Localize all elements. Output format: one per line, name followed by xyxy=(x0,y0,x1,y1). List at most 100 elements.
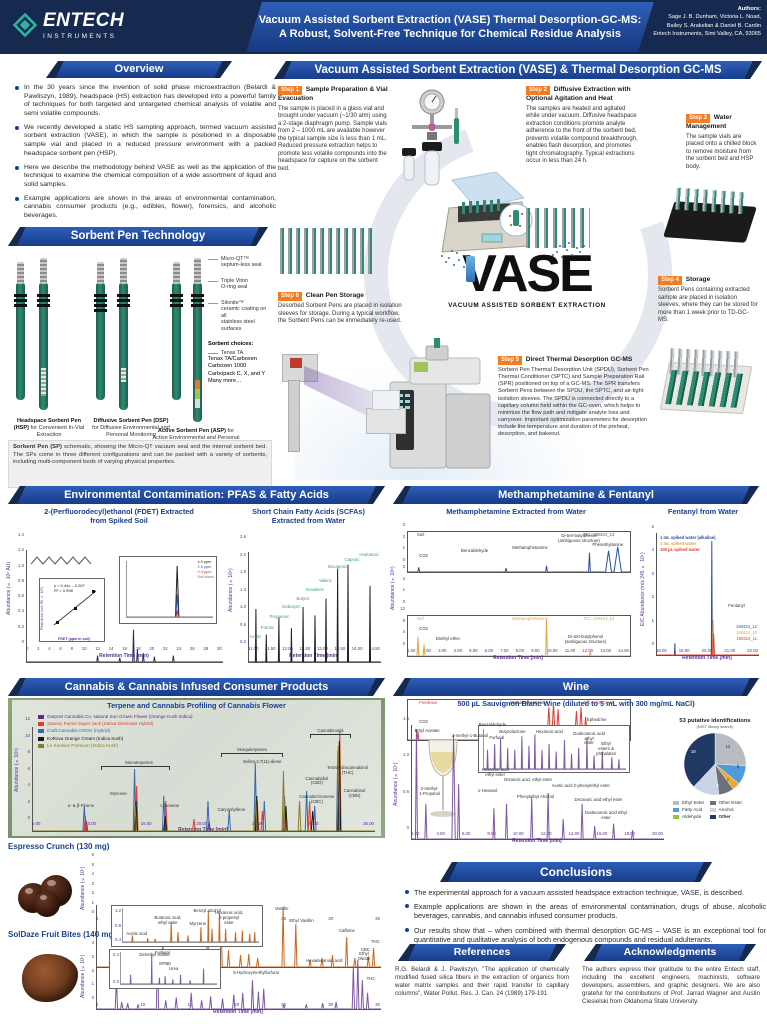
cannabis-chart-card: Terpene and Cannabis Profiling of Cannab… xyxy=(12,700,381,836)
fdet-legend: 4.0 ppm 2.0 ppm 0.4 ppm Soil blank xyxy=(197,559,214,579)
pie-title: 53 putative identifications xyxy=(679,718,751,724)
acknowledgments-section-header: Acknowledgments xyxy=(584,944,756,961)
cannabinoids-bracket xyxy=(310,734,352,739)
overview-section-header: Overview xyxy=(46,61,232,78)
step-4-text: Sorbent Pens containing extracted sample… xyxy=(658,287,758,323)
clean-pen-storage-illustration xyxy=(274,350,406,468)
wine-pie-chart xyxy=(683,732,747,796)
step-5-badge: Step 5 xyxy=(498,356,523,365)
overview-bullet: Example applications are shown in the ar… xyxy=(15,194,276,219)
agitator-illustration xyxy=(441,172,533,253)
author-line: Entech Instruments, Simi Valley, CA, 930… xyxy=(653,31,761,38)
brand-subtitle: INSTRUMENTS xyxy=(43,33,117,40)
fdet-zoom-inset: 4.0 ppm 2.0 ppm 0.4 ppm Soil blank xyxy=(119,555,217,624)
fdet-inset-xlabel: FDET (ppm in soil) xyxy=(58,636,90,641)
step-1-title: Sample Preparation & Vial Evacuation xyxy=(278,86,388,102)
sesquiterpenes-bracket xyxy=(221,752,283,757)
sorbent-pen-figure: Headspace Sorbent Pen (HSP) for Convenie… xyxy=(10,256,268,448)
wine-xlabel: Retention Time (min) xyxy=(512,838,562,844)
sorbent-figure-caption: Sorbent Pen (SP) schematic, showing the … xyxy=(8,440,272,488)
step-6-badge: Step 6 xyxy=(278,292,303,301)
sorbent-choices: Sorbent choices: Tenax TA Tenax TA/Carbo… xyxy=(208,341,266,384)
step-1: Step 1 Sample Preparation & Vial Evacuat… xyxy=(278,86,390,173)
meth-ylabel: Abundance (×10⁵) xyxy=(390,566,396,610)
fdet-inset-ylabel: Peak Area (m/z 95, × 10⁶) xyxy=(40,585,44,630)
poster-title-banner: Vacuum Assisted Sorbent Extraction (VASE… xyxy=(246,2,654,52)
scfa-xlabel: Retention Time (min) xyxy=(289,653,339,659)
fentanyl-run-ids: 190424_12 190424_10 190424_11 xyxy=(736,623,757,641)
authors-label: Authors: xyxy=(737,6,761,12)
soldaze-xlabel: Retention Time [min] xyxy=(213,1009,263,1015)
fdet-xlabel: Retention Time (min) xyxy=(99,653,149,659)
cannabis-legend: Outpost Cannabis Co. Natural Sun Grown F… xyxy=(38,714,193,749)
callout-dash xyxy=(208,302,218,304)
hsp-pen-illustration xyxy=(14,258,50,410)
scfa-chart-panel: Short Chain Fatty Acids (SCFAs) Extracte… xyxy=(228,507,385,672)
conclusion-bullet: The experimental approach for a vacuum a… xyxy=(405,888,766,897)
fdet-molecule-structure xyxy=(31,555,91,565)
cannabis-section-header: Cannabis & Cannabis Infused Consumer Pro… xyxy=(8,678,385,696)
monoterpenes-bracket xyxy=(101,766,171,771)
author-line: Sage J. B. Dunham, Victoria L. Noad, xyxy=(668,14,761,21)
wine-section-header: Wine xyxy=(393,678,759,696)
vase-logo-tagline: VACUUM ASSISTED SORBENT EXTRACTION xyxy=(448,302,606,309)
fdet-calibration-plot xyxy=(53,589,97,625)
sorbent-pen-rack-illustration xyxy=(280,228,376,274)
vase-logo-text: VASE xyxy=(462,245,594,303)
meth-xlabel: Retention Time [min] xyxy=(493,655,543,661)
dsp-pen-illustration xyxy=(94,258,130,410)
cannabis-chart-title: Terpene and Cannabis Profiling of Cannab… xyxy=(107,701,286,710)
step-5-text: Sorbent Pen Thermal Desorption Unit (SPD… xyxy=(498,367,649,438)
meth-chart-panel: Methamphetamine Extracted from Water Abu… xyxy=(390,507,639,741)
scfa-chart-title: Short Chain Fatty Acids (SCFAs) Extracte… xyxy=(252,507,365,525)
wine-panel: 500 µL Sauvignon Blanc Wine (diluted to … xyxy=(393,699,759,858)
step-4: Step 4 Storage Sorbent Pens containing e… xyxy=(658,276,758,325)
fentanyl-chart-title: Fentanyl from Water xyxy=(667,507,739,516)
soldaze-title: SolDaze Fruit Bites (140 mg) xyxy=(8,930,117,939)
soldaze-panel: SolDaze Fruit Bites (140 mg) Abundance (… xyxy=(8,930,385,1022)
meth-chart-title: Methamphetamine Extracted from Water xyxy=(446,507,586,516)
acknowledgments-text: The authors express their gratitude to t… xyxy=(582,966,760,1006)
vial-evacuation-illustration xyxy=(402,89,459,186)
references-section-header: References xyxy=(398,944,566,961)
overview-bullets: In the 30 years since the invention of s… xyxy=(12,84,278,226)
pie-subtitle: (NIST library search) xyxy=(696,724,734,729)
hsp-pen-label: Headspace Sorbent Pen (HSP) for Convenie… xyxy=(13,418,85,438)
step-3-badge: Step 3 xyxy=(686,114,711,123)
meth-section-header: Methamphetamine & Fentanyl xyxy=(393,486,759,504)
step-4-title: Storage xyxy=(685,276,711,283)
wine-pie-panel: 53 putative identifications (NIST librar… xyxy=(673,718,757,820)
wine-chart-title: 500 µL Sauvignon Blanc Wine (diluted to … xyxy=(457,699,695,708)
asp-pen-illustration xyxy=(170,258,204,422)
callout-silonite: Silonite™ ceramic coating on all stainle… xyxy=(208,300,268,332)
step-2-text: The samples are heated and agitated whil… xyxy=(526,105,638,165)
conclusions-bullets: The experimental approach for a vacuum a… xyxy=(402,888,767,949)
cannabis-flower-panel: Terpene and Cannabis Profiling of Cannab… xyxy=(8,698,385,838)
fentanyl-chart-panel: Fentanyl from Water EIC Abundance (m/z 2… xyxy=(640,507,762,672)
references-text: R.G. Belardi & J. Pawliszyn, "The applic… xyxy=(395,966,569,998)
step-5: Step 5 Direct Thermal Desorption GC-MS S… xyxy=(498,356,656,438)
author-line: Bailey S. Arakelian & Daniel B. Cardin xyxy=(666,22,761,29)
sorbent-section-header: Sorbent Pen Technology xyxy=(8,227,268,246)
poster-title-line2: A Robust, Solvent-Free Technique for Che… xyxy=(279,28,621,40)
step-2-title: Diffusive Extraction with Optional Agita… xyxy=(526,86,631,102)
conclusion-bullet: Our results show that – when combined wi… xyxy=(405,925,766,944)
step-2-badge: Step 2 xyxy=(526,86,551,95)
